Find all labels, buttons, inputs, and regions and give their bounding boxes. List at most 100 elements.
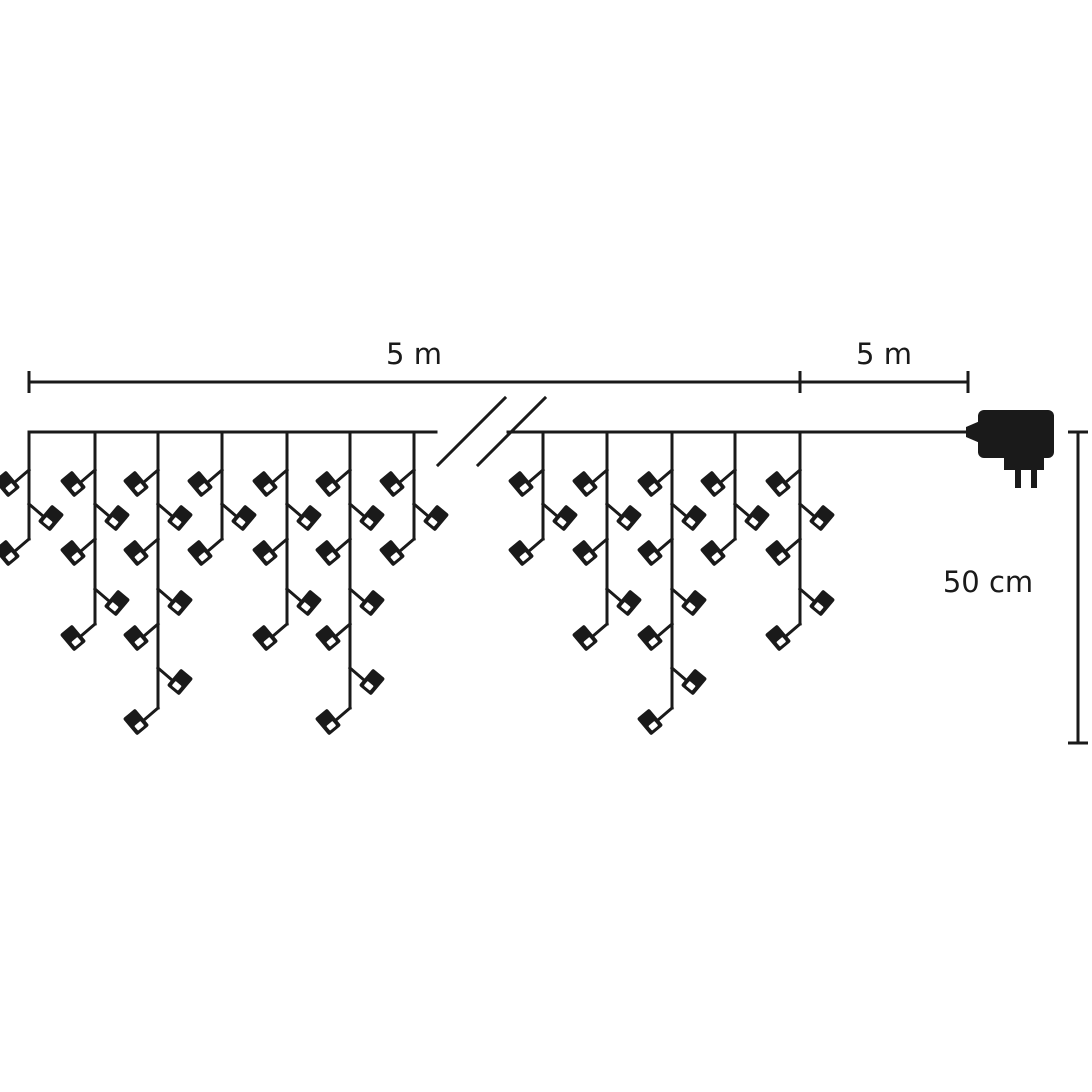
bulb-branch xyxy=(270,621,290,639)
led-bulb-icon xyxy=(637,540,663,566)
lead-cable-length-label: 5 m xyxy=(856,337,912,371)
bulb-branch xyxy=(732,501,752,519)
bulb-branch xyxy=(12,467,32,485)
drop-height-label: 50 cm xyxy=(943,565,1033,599)
icicle-drop xyxy=(508,430,578,566)
bulb-branch xyxy=(333,705,353,723)
led-bulb-icon xyxy=(104,590,130,616)
string-length-label: 5 m xyxy=(386,337,442,371)
bulb-branch xyxy=(718,536,738,554)
led-bulb-icon xyxy=(0,471,20,497)
led-bulb-icon xyxy=(572,471,598,497)
bulb-branch xyxy=(92,586,112,604)
led-bulb-icon xyxy=(252,540,278,566)
bulb-branch xyxy=(78,536,98,554)
led-bulb-icon xyxy=(187,540,213,566)
bulb-branch xyxy=(783,536,803,554)
bulb-branch xyxy=(205,467,225,485)
bulb-branch xyxy=(141,536,161,554)
bulb-branch xyxy=(655,467,675,485)
led-bulb-icon xyxy=(508,540,534,566)
bulb-branch xyxy=(411,501,431,519)
bulb-branch xyxy=(284,586,304,604)
led-bulb-icon xyxy=(231,505,257,531)
bulb-branch xyxy=(590,467,610,485)
power-adapter-icon xyxy=(966,410,1054,488)
break-marks-icon xyxy=(435,395,548,468)
bulb-branch xyxy=(270,536,290,554)
led-bulb-icon xyxy=(637,709,663,735)
icicle-drop xyxy=(379,430,449,566)
led-bulb-icon xyxy=(552,505,578,531)
bulb-branch xyxy=(141,621,161,639)
led-bulb-icon xyxy=(315,540,341,566)
icicle-drop xyxy=(637,430,707,735)
bulb-branch xyxy=(669,586,689,604)
bulb-branch xyxy=(718,467,738,485)
bulb-branch xyxy=(604,586,624,604)
icicle-drop xyxy=(0,430,64,566)
led-bulb-icon xyxy=(60,471,86,497)
bulb-branch xyxy=(333,536,353,554)
bulb-branch xyxy=(797,586,817,604)
bulb-branch xyxy=(219,501,239,519)
bulb-branch xyxy=(397,467,417,485)
led-bulb-icon xyxy=(104,505,130,531)
icicle-drops xyxy=(0,430,835,735)
led-bulb-icon xyxy=(167,590,193,616)
led-bulb-icon xyxy=(167,505,193,531)
led-bulb-icon xyxy=(252,471,278,497)
led-bulb-icon xyxy=(637,625,663,651)
bulb-branch xyxy=(333,467,353,485)
bulb-branch xyxy=(270,467,290,485)
led-bulb-icon xyxy=(0,540,20,566)
icicle-drop xyxy=(252,430,322,651)
bulb-branch xyxy=(590,621,610,639)
led-bulb-icon xyxy=(359,590,385,616)
led-bulb-icon xyxy=(765,471,791,497)
led-bulb-icon xyxy=(700,471,726,497)
bulb-branch xyxy=(540,501,560,519)
bulb-branch xyxy=(78,621,98,639)
bulb-branch xyxy=(655,536,675,554)
led-bulb-icon xyxy=(508,471,534,497)
lead-cable-dimension: 5 m xyxy=(800,337,970,393)
bulb-branch xyxy=(141,467,161,485)
led-bulb-icon xyxy=(379,540,405,566)
led-bulb-icon xyxy=(359,669,385,695)
bulb-branch xyxy=(783,467,803,485)
bulb-branch xyxy=(783,621,803,639)
led-bulb-icon xyxy=(681,505,707,531)
led-bulb-icon xyxy=(123,625,149,651)
bulb-branch xyxy=(797,501,817,519)
icicle-drop xyxy=(765,430,835,651)
led-bulb-icon xyxy=(765,540,791,566)
led-bulb-icon xyxy=(187,471,213,497)
bulb-branch xyxy=(669,501,689,519)
bulb-branch xyxy=(284,501,304,519)
icicle-drop xyxy=(187,430,257,566)
led-bulb-icon xyxy=(123,709,149,735)
led-bulb-icon xyxy=(123,471,149,497)
bulb-branch xyxy=(655,705,675,723)
icicle-drop xyxy=(60,430,130,651)
led-bulb-icon xyxy=(359,505,385,531)
icicle-drop xyxy=(572,430,642,651)
bulb-branch xyxy=(655,621,675,639)
bulb-branch xyxy=(526,467,546,485)
led-bulb-icon xyxy=(616,590,642,616)
led-bulb-icon xyxy=(38,505,64,531)
drop-height-dimension: 50 cm xyxy=(943,430,1088,745)
bulb-branch xyxy=(590,536,610,554)
bulb-branch xyxy=(155,501,175,519)
bulb-branch xyxy=(205,536,225,554)
led-bulb-icon xyxy=(700,540,726,566)
led-bulb-icon xyxy=(637,471,663,497)
led-bulb-icon xyxy=(167,669,193,695)
bulb-branch xyxy=(347,586,367,604)
led-bulb-icon xyxy=(681,669,707,695)
led-bulb-icon xyxy=(296,590,322,616)
bulb-branch xyxy=(26,501,46,519)
led-bulb-icon xyxy=(572,625,598,651)
